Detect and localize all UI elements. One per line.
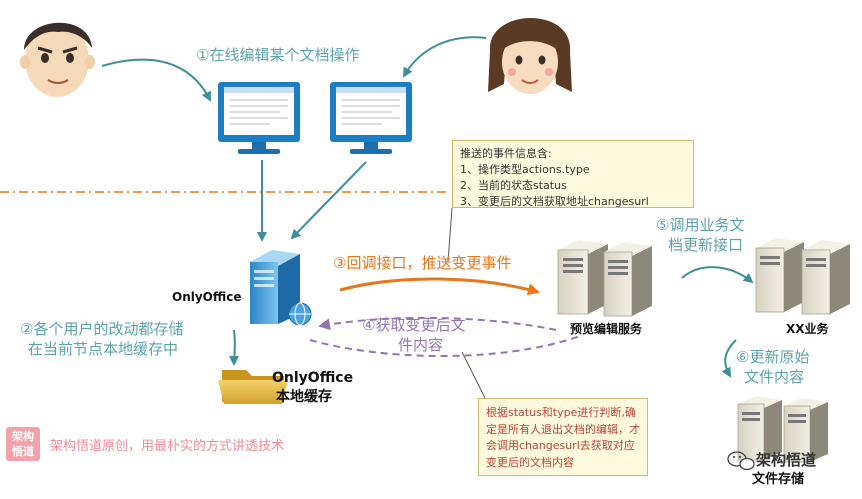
step5-label-line2: 档更新接口 <box>668 236 744 254</box>
node-xx-business: XX业务 <box>786 322 829 336</box>
arrow-preview-to-xx <box>681 266 754 284</box>
folder-icon <box>218 370 288 404</box>
stamp-line1: 架构 <box>12 430 34 443</box>
node-cache-line1: OnlyOffice <box>272 370 354 386</box>
arrow-fetch-return <box>309 335 581 357</box>
node-preview-service: 预览编辑服务 <box>570 322 643 336</box>
note-event-title: 推送的事件信息含: <box>460 147 552 160</box>
arrow-callback-push <box>339 277 540 296</box>
monitor-icon <box>218 82 300 154</box>
note-status-check: 根据status和type进行判断,确定是所有人退出文档的编辑，才会调用chan… <box>478 398 648 476</box>
arrow-user1-to-monitor <box>101 58 211 102</box>
note-status-pointer <box>461 351 487 401</box>
watermark-stamp: 架构 悟道 <box>6 427 40 461</box>
server-icon <box>557 240 652 317</box>
wechat-icon <box>727 451 755 471</box>
node-file-storage: 文件存储 <box>752 472 805 487</box>
step1-label: ①在线编辑某个文档操作 <box>196 46 360 64</box>
node-onlyoffice: OnlyOffice <box>172 290 242 304</box>
watermark-brand: 架构悟道 <box>756 451 817 469</box>
step4-label-line1: ④获取变更后文 <box>362 316 466 334</box>
monitor-icon <box>330 82 412 154</box>
user-male-avatar <box>20 22 95 97</box>
step2-label-line2: 在当前节点本地缓存中 <box>28 340 179 358</box>
watermark-slogan: 架构悟道原创，用最朴实的方式讲透技术 <box>50 439 285 454</box>
step6-label-line1: ⑥更新原始 <box>736 348 810 366</box>
step2-label-line1: ②各个用户的改动都存储 <box>20 320 184 338</box>
server-icon <box>737 396 828 463</box>
note-event-line: 2、当前的状态status <box>460 178 567 192</box>
note-event-info: 推送的事件信息含: 1、操作类型actions.type 2、当前的状态stat… <box>452 140 694 208</box>
step6-label-line2: 文件内容 <box>744 368 805 386</box>
server-icon <box>755 238 850 315</box>
arrow-server-to-cache <box>229 329 240 366</box>
user-female-avatar <box>488 18 572 94</box>
note-event-line: 3、变更后的文档获取地址changesurl <box>460 194 649 208</box>
step3-label: ③回调接口，推送变更事件 <box>333 254 512 272</box>
stamp-line2: 悟道 <box>12 445 34 458</box>
note-event-line: 1、操作类型actions.type <box>460 162 590 176</box>
arrow-user2-to-monitor <box>403 36 487 78</box>
arrow-monitor2-to-server <box>290 161 367 240</box>
server-icon <box>250 250 312 326</box>
step5-label-line1: ⑤调用业务文 <box>656 216 745 234</box>
arrow-xx-to-storage <box>721 339 737 378</box>
node-cache-line2: 本地缓存 <box>276 389 332 405</box>
step4-label-line2: 件内容 <box>398 336 444 354</box>
note-event-pointer <box>447 207 453 263</box>
arrow-fetch-changes <box>318 316 557 331</box>
